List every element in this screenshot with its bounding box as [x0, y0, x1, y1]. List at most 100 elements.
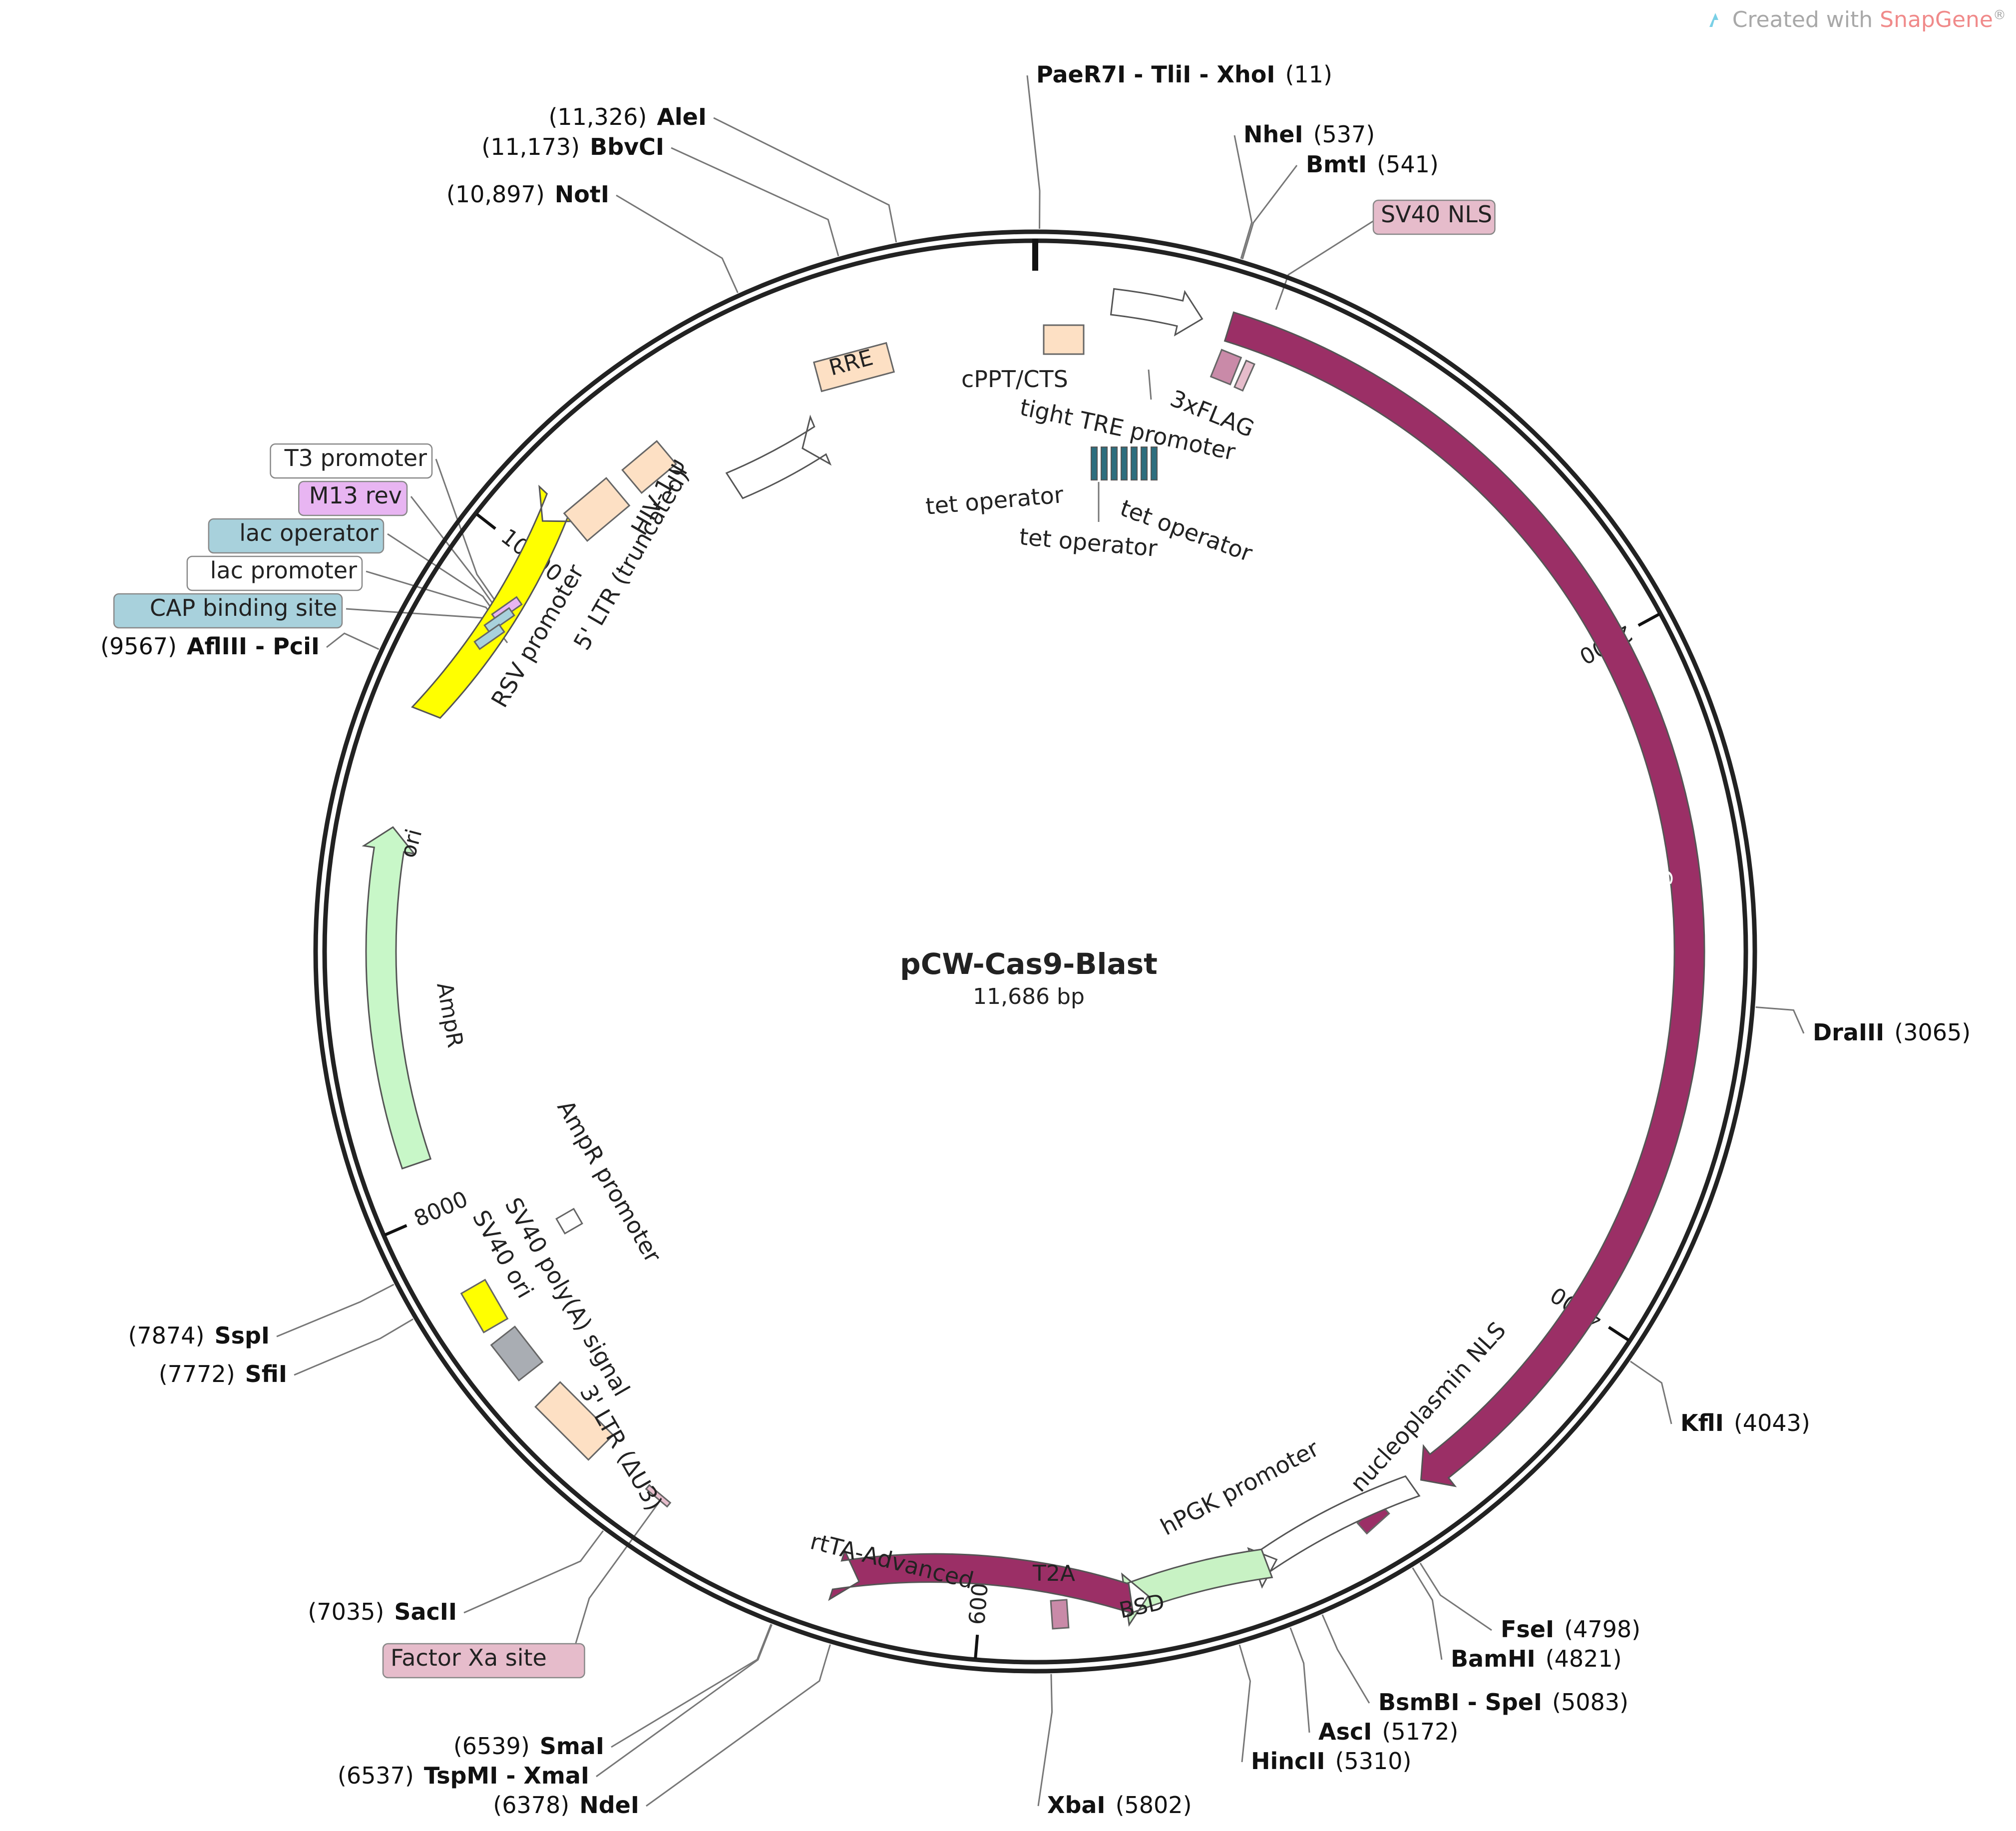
tick-label-8000: 8000: [410, 1186, 472, 1232]
feature-label-ampr-promoter: AmpR promoter: [552, 1096, 667, 1268]
feature-leader-t3-promoter: [435, 458, 500, 607]
site-label-xbai: XbaI (5802): [1047, 1792, 1192, 1819]
credit-brand-name: SnapGene: [1880, 7, 1993, 32]
feature-t2a: [1050, 1599, 1070, 1630]
site-position: (10,897): [446, 181, 545, 208]
site-position: (7772): [159, 1361, 235, 1387]
credit-brand-mark: ®: [1993, 7, 2006, 23]
site-label-sacii: (7035) SacII: [308, 1598, 457, 1625]
feature-label-5-ltr-truncated: 5' LTR (truncated): [568, 463, 694, 655]
site-leader-ndei: [646, 1644, 831, 1807]
feature-rtetr: [828, 1548, 1134, 1615]
site-enzyme: AflIII - PciI: [187, 633, 320, 660]
site-label-asci: AscI(5172): [1318, 1718, 1458, 1745]
site-leader-sacii: [463, 1530, 604, 1614]
site-position: (4043): [1734, 1409, 1810, 1436]
features: [362, 288, 1705, 1630]
site-enzyme: BmtI: [1306, 151, 1367, 178]
site-enzyme: SacII: [394, 1598, 457, 1625]
site-label-bbvci: (11,173)BbvCI: [481, 133, 664, 160]
feature-label-rtetr: rTetR: [907, 1601, 966, 1632]
credit-prefix: Created with: [1732, 7, 1873, 32]
site-enzyme: SmaI: [540, 1733, 604, 1760]
site-position: (7874): [128, 1322, 204, 1349]
feature-label-text: CAP binding site: [150, 594, 337, 621]
site-label-bamhi: BamHI(4821): [1451, 1645, 1622, 1672]
feature-label-m13-rev: M13 rev: [298, 480, 408, 516]
feature-5-ltr-truncated: [563, 476, 631, 542]
credit-brand: SnapGene®: [1880, 7, 2006, 32]
site-enzyme: PaeR7I - TliI - XhoI: [1036, 61, 1275, 88]
site-enzyme: TspMI - XmaI: [424, 1762, 589, 1789]
site-enzyme: NheI: [1243, 121, 1303, 148]
site-label-bmti: BmtI (541): [1306, 151, 1439, 178]
site-enzyme: XbaI: [1047, 1792, 1106, 1819]
site-leader-draiii: [1755, 1006, 1805, 1034]
site-position: (9567): [100, 633, 177, 660]
feature-tet-operator-2: [1101, 447, 1108, 480]
site-position: (6537): [338, 1762, 414, 1789]
feature-label-box: [208, 518, 385, 554]
feature-sv40-nls: [1233, 359, 1255, 392]
site-enzyme: FseI: [1501, 1616, 1554, 1643]
feature-tet-operator-6: [1141, 447, 1148, 480]
site-position: (4798): [1564, 1616, 1640, 1643]
feature-label-text: AmpR: [431, 980, 468, 1049]
site-leader-hincii: [1238, 1644, 1251, 1763]
site-label-noti: (10,897)NotI: [446, 181, 609, 208]
feature-tight-tre-promoter: [1110, 288, 1204, 337]
site-position: (7035): [308, 1598, 384, 1625]
feature-label-text: hPGK promoter: [1156, 1434, 1323, 1540]
feature-lac-operator: [483, 607, 515, 634]
site-position: (6539): [453, 1733, 530, 1760]
site-label-bsmbi-spei: BsmBI - SpeI(5083): [1378, 1689, 1628, 1716]
site-position: (11,173): [481, 133, 580, 160]
feature-tet-operator-3: [1111, 447, 1118, 480]
feature-label-box: [270, 443, 433, 479]
feature-label-box: [113, 593, 343, 629]
site-label-sspi: (7874)SspI: [128, 1322, 270, 1349]
site-position: (5802): [1116, 1792, 1192, 1819]
tick-mark-8000: [384, 1224, 407, 1237]
feature-label-text: SV40 NLS: [1381, 201, 1492, 228]
feature-label-box: [382, 1643, 585, 1679]
site-label-hincii: HincII(5310): [1251, 1748, 1411, 1775]
feature-label-hpgk-promoter: hPGK promoter: [1156, 1434, 1323, 1540]
feature-leader-lac-operator: [387, 533, 504, 625]
tick-mark-2000: [1637, 612, 1660, 627]
feature-3-ltr-u3: [534, 1381, 614, 1461]
site-position: (11): [1285, 61, 1332, 88]
site-enzyme: HincII: [1251, 1748, 1325, 1775]
feature-label-text: tet operator: [924, 481, 1065, 520]
feature-label-text: AmpR promoter: [552, 1096, 667, 1268]
site-label-alei: (11,326)AleI: [548, 103, 707, 130]
feature-label-box: [186, 555, 363, 591]
feature-label-text: ori: [395, 826, 427, 860]
site-position: (6378): [493, 1792, 569, 1819]
feature-label-box: [1372, 199, 1496, 235]
feature-label-t2a: T2A: [1032, 1561, 1075, 1586]
plasmid-size: 11,686 bp: [973, 984, 1085, 1009]
site-label-sfii: (7772)SfiI: [159, 1361, 287, 1387]
site-leader-asci: [1289, 1627, 1310, 1733]
feature-label-text: rTetR: [907, 1601, 966, 1632]
feature-label-text: lac operator: [239, 519, 379, 546]
site-leader-afliii-pcii: [326, 632, 380, 650]
feature-label-text: tet operator: [1018, 523, 1159, 562]
feature-cppt-cts: [1043, 324, 1085, 355]
feature-ori: [410, 484, 579, 719]
feature-label-box: [298, 480, 408, 516]
site-enzyme: AleI: [657, 103, 707, 130]
site-leader-alei: [713, 117, 897, 243]
feature-label-tet-operator: tet operator: [1018, 523, 1159, 562]
factor-xa-leader: [573, 1503, 659, 1649]
site-label-tspmi-xmai: (6537) TspMI - XmaI: [338, 1762, 589, 1789]
site-label-smai: (6539) SmaI: [453, 1733, 604, 1760]
tick-mark-6000: [974, 1634, 979, 1659]
site-leader-fsei: [1419, 1562, 1492, 1631]
site-enzyme: DraIII: [1813, 1019, 1884, 1046]
site-position: (541): [1377, 151, 1439, 178]
tick-mark-4000: [1608, 1326, 1630, 1342]
feature-label-factor-xa-site: Factor Xa site: [382, 1643, 585, 1679]
